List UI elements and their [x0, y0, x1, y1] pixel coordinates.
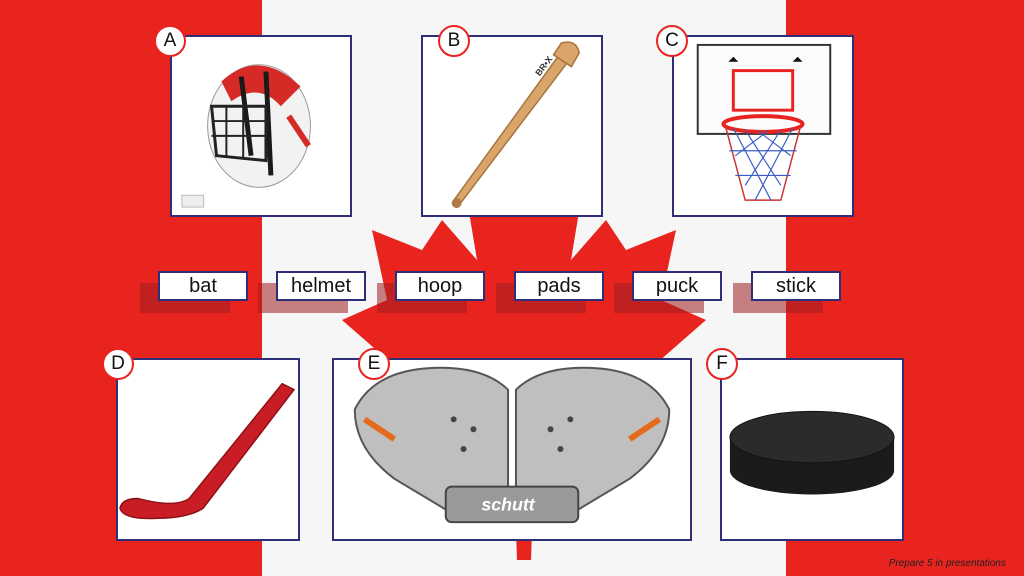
card-b[interactable]: BR•X B — [421, 25, 603, 217]
word-stick[interactable]: stick — [751, 271, 841, 301]
card-a-label: A — [154, 25, 186, 57]
card-c-label: C — [656, 25, 688, 57]
card-d-label: D — [102, 348, 134, 380]
maple-leaf-icon — [342, 110, 706, 560]
card-e[interactable]: schutt E — [332, 348, 692, 541]
goalie-helmet-image — [181, 64, 311, 208]
word-hoop[interactable]: hoop — [395, 271, 485, 301]
pads-brand: schutt — [481, 494, 535, 514]
card-f[interactable]: F — [706, 348, 904, 541]
baseball-bat-image: BR•X — [451, 41, 581, 209]
card-f-label: F — [706, 348, 738, 380]
card-a[interactable]: A — [154, 25, 352, 217]
shoulder-pads-image: schutt — [353, 366, 671, 524]
hockey-stick-image: CCM — [119, 382, 296, 520]
word-puck[interactable]: puck — [632, 271, 722, 301]
card-c[interactable]: C — [656, 25, 854, 217]
card-d[interactable]: CCM D — [102, 348, 300, 541]
word-pads[interactable]: pads — [514, 271, 604, 301]
card-e-label: E — [358, 348, 390, 380]
word-helmet[interactable]: helmet — [276, 271, 366, 301]
word-bat[interactable]: bat — [158, 271, 248, 301]
hockey-puck-image — [729, 410, 895, 495]
card-b-label: B — [438, 25, 470, 57]
footer-caption: Prepare 5 in presentations — [888, 558, 1006, 569]
basketball-hoop-image — [696, 43, 832, 201]
